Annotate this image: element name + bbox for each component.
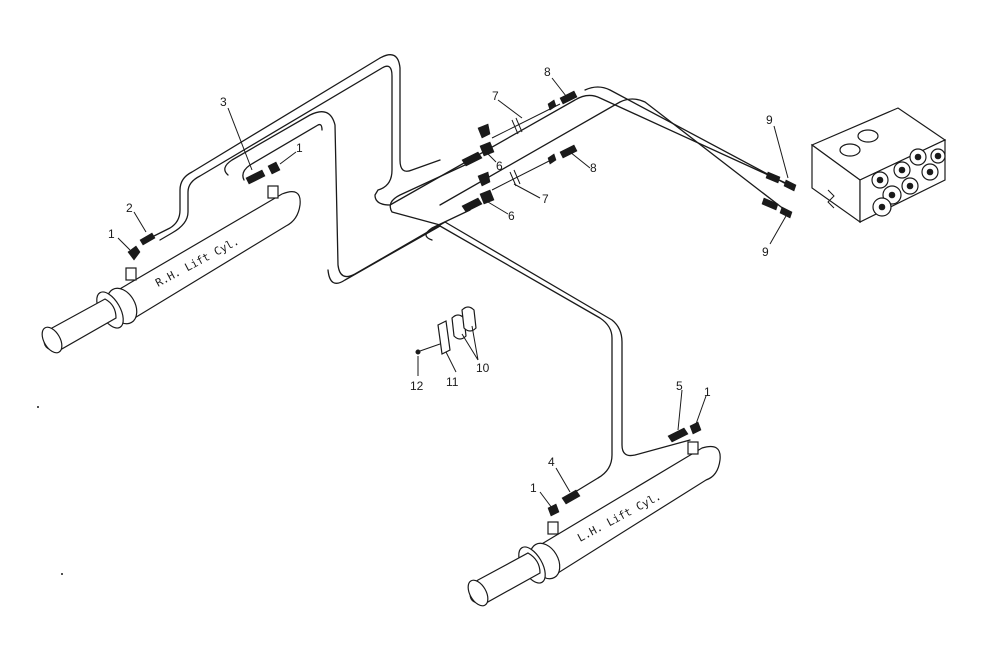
callout-5: 5 <box>676 379 683 393</box>
bolt-shaft <box>419 343 441 352</box>
callout-10: 10 <box>476 361 490 375</box>
hose-valve-upper <box>584 86 791 187</box>
callout-1-rh-rod: 1 <box>296 141 303 155</box>
fittings <box>127 90 797 517</box>
plate-part-11 <box>437 320 451 355</box>
callout-8-lower: 8 <box>590 161 597 175</box>
rh-lift-cylinder: R.H. Lift Cyl. <box>41 185 301 354</box>
tee-fitting-6-upper <box>479 141 495 157</box>
rh-base-port <box>125 267 137 281</box>
speck <box>37 406 39 408</box>
adapter-fitting-9-lower <box>779 206 793 219</box>
hose-loop-inner-top <box>242 123 323 181</box>
callout-3: 3 <box>220 95 227 109</box>
nut-8-lower-a <box>547 153 557 165</box>
hose-end-upper-left <box>461 151 483 167</box>
valve-port-cap-a <box>839 143 861 157</box>
callout-9-upper: 9 <box>766 113 773 127</box>
callout-4: 4 <box>548 455 555 469</box>
valve-bracket <box>827 189 835 209</box>
rh-cylinder-body <box>117 191 301 323</box>
lh-cylinder-body <box>539 445 721 579</box>
callout-11: 11 <box>446 375 459 389</box>
callout-1-rh-base: 1 <box>108 227 115 241</box>
hose-end-lower-left <box>461 197 483 213</box>
callout-6-lower: 6 <box>508 209 515 223</box>
hose-lower-left-loop <box>425 209 471 241</box>
callout-12: 12 <box>410 379 424 393</box>
elbow-fitting-rh-rod <box>267 161 281 175</box>
connector-fitting-8-upper <box>559 90 578 105</box>
hose-valve-lower <box>439 98 786 211</box>
tube-7-lower <box>491 157 556 191</box>
control-valve <box>810 107 947 224</box>
connector-fitting-8-lower <box>559 144 578 159</box>
hose-end-valve-lower <box>761 197 779 211</box>
callout-9-lower: 9 <box>762 245 769 259</box>
callout-7-lower: 7 <box>542 192 549 206</box>
lh-lift-cylinder: L.H. Lift Cyl. <box>467 441 721 607</box>
elbow-upper <box>477 123 491 139</box>
nut-8-upper-a <box>547 99 557 111</box>
hose-upper-left-loop <box>389 164 466 226</box>
adapter-fitting-4 <box>561 489 581 505</box>
tube-7-upper <box>491 103 561 139</box>
valve-port-cap-b <box>857 129 879 143</box>
callout-7-upper: 7 <box>492 89 499 103</box>
lh-base-port <box>547 521 559 535</box>
callout-8-upper: 8 <box>544 65 551 79</box>
callout-1-lh-rod: 1 <box>704 385 711 399</box>
adapter-fitting-2 <box>139 232 156 246</box>
hose-lower-run <box>327 225 613 493</box>
elbow-fitting-lh-base <box>547 503 560 517</box>
callout-2: 2 <box>126 201 133 215</box>
rh-rod-end <box>41 326 63 354</box>
tube-break-upper <box>511 117 523 135</box>
lh-rod-port <box>687 441 699 455</box>
elbow-fitting-rh-base <box>127 245 141 261</box>
tee-fitting-6-lower <box>479 189 495 205</box>
clamp-part-10-a <box>451 314 467 340</box>
leader-lines <box>117 77 789 509</box>
hose-routes <box>149 54 791 493</box>
lh-rod-end <box>467 579 489 607</box>
hose-rh-to-lh-inner <box>224 111 691 457</box>
callout-numbers: 1 2 3 1 7 8 6 8 6 7 9 9 10 11 12 5 1 4 1 <box>108 65 773 495</box>
bracket-parts <box>415 306 477 355</box>
adapter-fitting-9-upper <box>783 179 797 192</box>
elbow-fitting-lh-rod <box>689 421 702 435</box>
adapter-fitting-3 <box>245 169 266 185</box>
clamp-part-10-b <box>461 306 477 332</box>
speck <box>61 573 63 575</box>
hose-outer-return <box>159 65 791 241</box>
rh-rod-port <box>267 185 279 199</box>
elbow-lower <box>477 171 491 187</box>
hose-rh-to-lh-outer <box>149 54 441 239</box>
hose-end-valve-upper <box>765 171 781 184</box>
valve-solenoid-cluster <box>871 148 946 217</box>
tube-break-lower <box>509 169 521 187</box>
adapter-fitting-5 <box>667 427 689 443</box>
callout-1-lh-base: 1 <box>530 481 537 495</box>
callout-6-upper: 6 <box>496 159 503 173</box>
bolt-part-12 <box>415 349 421 355</box>
